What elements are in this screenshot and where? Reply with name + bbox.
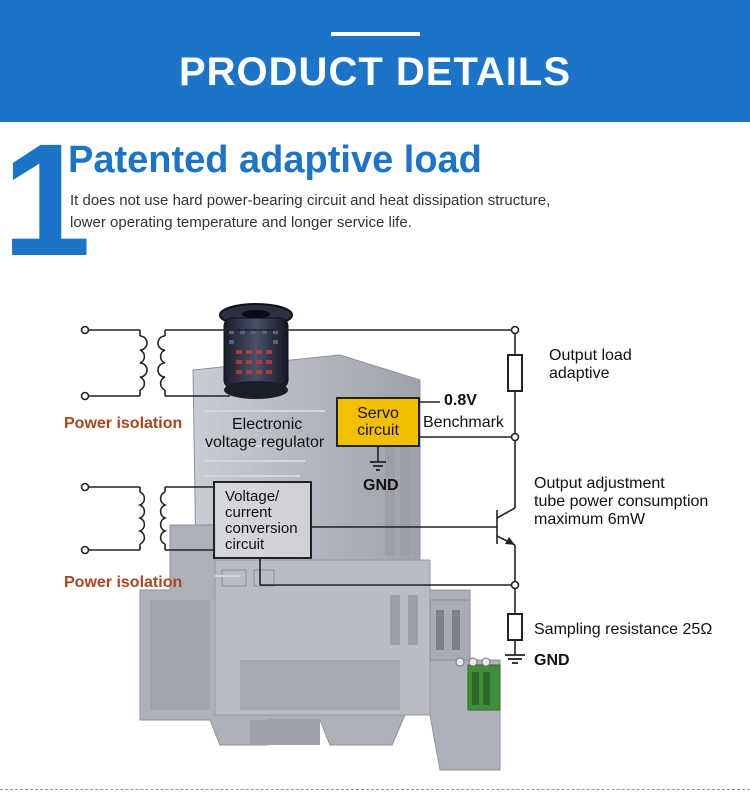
- power-isolation-label-top: Power isolation: [64, 415, 183, 432]
- conversion-label-line: Voltage/: [225, 488, 280, 505]
- banner-title: PRODUCT DETAILS: [178, 50, 572, 94]
- output-load-label-line2: adaptive: [549, 365, 610, 382]
- terminal-nodes: [80, 325, 520, 590]
- ground-icon: [370, 461, 386, 471]
- adjustment-label-line2: tube power consumption: [534, 493, 709, 510]
- feature-description-line: It does not use hard power-bearing circu…: [70, 192, 551, 209]
- regulator-label-line1: Electronic: [232, 416, 303, 433]
- conversion-label-line: circuit: [225, 536, 265, 553]
- output-load-label-line1: Output load: [549, 347, 632, 364]
- load-resistor: [507, 354, 523, 392]
- servo-gnd-label: GND: [363, 477, 399, 494]
- feature-description-line: lower operating temperature and longer s…: [70, 214, 412, 231]
- conversion-label-line: current: [225, 504, 272, 521]
- adjustment-label-line1: Output adjustment: [534, 475, 665, 492]
- feature-number: 1: [2, 110, 91, 289]
- transistor-arrow-icon: [505, 537, 515, 545]
- conversion-circuit-box: Voltage/ current conversion circuit: [213, 481, 312, 559]
- power-isolation-label-bottom: Power isolation: [64, 574, 183, 591]
- sampling-resistor: [507, 613, 523, 641]
- adjustment-label-line3: maximum 6mW: [534, 511, 646, 528]
- servo-circuit-box: Servo circuit: [336, 397, 420, 447]
- voltage-regulator-coil: [219, 303, 293, 399]
- sampling-label: Sampling resistance 25Ω: [534, 621, 713, 638]
- conversion-label-line: conversion: [225, 520, 298, 537]
- benchmark-voltage: 0.8V: [444, 392, 477, 409]
- benchmark-label: Benchmark: [423, 414, 504, 431]
- bottom-gnd-label: GND: [534, 652, 570, 669]
- ground-icon: [505, 654, 525, 664]
- feature-title: Patented adaptive load: [68, 139, 482, 181]
- bottom-divider: [0, 789, 750, 790]
- header-banner: PRODUCT DETAILS: [0, 0, 750, 122]
- banner-accent-bar: [331, 32, 420, 36]
- regulator-label-line2: voltage regulator: [205, 434, 325, 451]
- feature-description: It does not use hard power-bearing circu…: [70, 190, 670, 234]
- servo-label-line1: Servo: [357, 405, 399, 422]
- servo-label-line2: circuit: [357, 422, 399, 439]
